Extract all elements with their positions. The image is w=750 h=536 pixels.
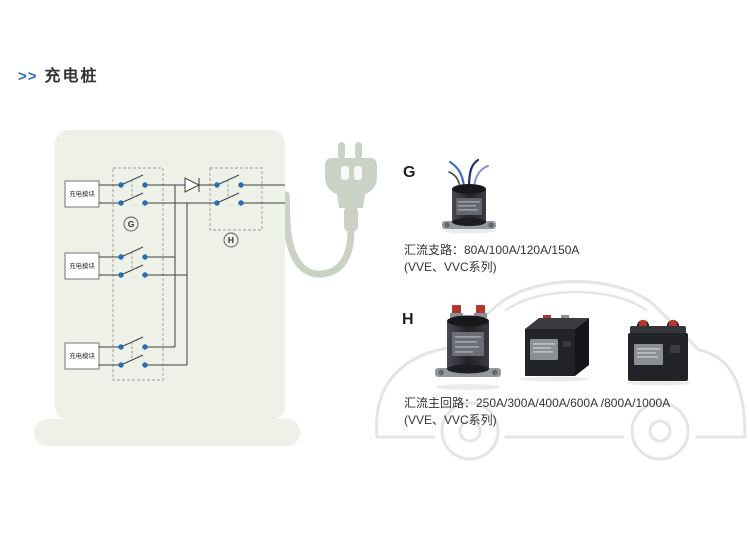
section-g-label: G <box>403 164 416 181</box>
plug-slot-right <box>354 166 362 180</box>
charging-module-1: 充电模块 <box>64 174 217 208</box>
group-h-dashed-box <box>209 167 263 231</box>
box-label <box>634 344 663 365</box>
contactor-cap <box>447 315 489 327</box>
charging-module-3: 充电模块 <box>64 336 187 370</box>
box-top-face <box>525 318 589 329</box>
section-h-description: 汇流主回路：250A/300A/400A/600A /800A/1000A (V… <box>404 395 670 429</box>
product-g-image <box>436 158 502 239</box>
product-h1-image <box>429 299 507 396</box>
group-g-label: G <box>123 216 139 232</box>
group-h-contactors <box>214 174 285 206</box>
chevrons-icon: >> <box>18 68 38 85</box>
contactor-label <box>452 332 484 356</box>
plug-prong-left <box>338 142 345 159</box>
svg-text:G: G <box>128 219 135 229</box>
relay-cap <box>452 184 486 194</box>
group-g-dashed-box <box>112 167 164 381</box>
group-h-label: H <box>223 232 239 248</box>
plug-boot <box>344 206 358 232</box>
svg-text:充电模块: 充电模块 <box>69 189 95 198</box>
product-h2-image <box>513 313 595 388</box>
cable-curve <box>282 191 355 278</box>
cabinet-base <box>34 419 300 446</box>
box-label <box>530 339 558 360</box>
relay-wires <box>448 158 489 190</box>
charging-cabinet-panel: 充电模块 <box>55 130 285 420</box>
plug-slot-left <box>341 166 349 180</box>
circuit-diagram: 充电模块 <box>64 167 285 381</box>
charging-module-2: 充电模块 <box>64 246 187 280</box>
page-title: 充电桩 <box>44 68 99 85</box>
product-h3-image <box>620 315 696 392</box>
plug-prong-right <box>355 142 362 159</box>
section-h-line1: 汇流主回路：250A/300A/400A/600A /800A/1000A <box>404 396 671 410</box>
diode-symbol <box>184 177 217 193</box>
svg-text:充电模块: 充电模块 <box>69 351 95 360</box>
box-side-face <box>575 318 589 376</box>
svg-text:H: H <box>228 235 234 245</box>
section-g-line1: 汇流支路：80A/100A/120A/150A <box>404 243 580 257</box>
page-header: >> 充电桩 <box>18 62 99 86</box>
section-g-line2: (VVE、VVC系列) <box>404 260 497 274</box>
box-top <box>630 326 686 334</box>
svg-text:充电模块: 充电模块 <box>69 261 95 270</box>
section-h-line2: (VVE、VVC系列) <box>404 413 497 427</box>
section-g-description: 汇流支路：80A/100A/120A/150A (VVE、VVC系列) <box>404 242 579 276</box>
plug-and-cable-drawing <box>282 142 377 278</box>
section-h-label: H <box>402 311 414 328</box>
plug-body <box>325 158 377 208</box>
